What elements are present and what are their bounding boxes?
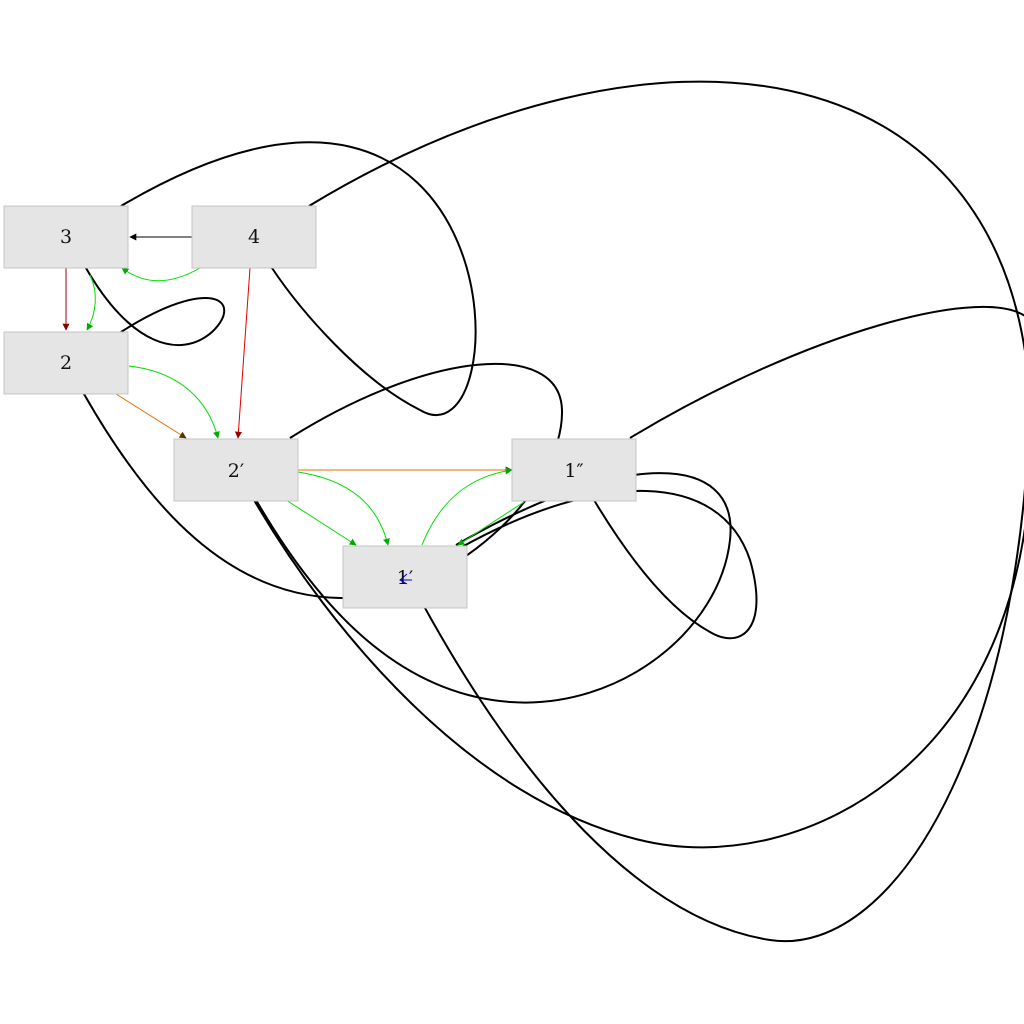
node-2prime-label: 2′	[228, 460, 244, 482]
node-1prime-label: 1′	[397, 567, 413, 589]
node-1prime[interactable]: 1′	[342, 545, 468, 609]
node-3[interactable]: 3	[3, 205, 129, 269]
edge-2prime-to-1prime-green-curve	[297, 471, 390, 546]
edge-1doubleprime-to-1prime-green	[457, 501, 525, 546]
edge-4-to-3-green	[121, 267, 201, 282]
loop-1prime	[247, 472, 732, 704]
node-2prime[interactable]: 2′	[173, 438, 299, 502]
edge-2-to-2prime-green	[128, 365, 220, 439]
node-4[interactable]: 4	[191, 205, 317, 269]
loop-1doubleprime	[416, 305, 1024, 943]
loop-1prime-inner	[459, 490, 758, 640]
node-layer: 3 4 2 2′ 1″ 1′	[3, 205, 637, 609]
edge-2prime-to-1prime-green-straight	[285, 499, 357, 546]
loop-2prime	[75, 362, 564, 600]
node-2[interactable]: 2	[3, 331, 129, 395]
node-2-label: 2	[60, 352, 72, 374]
edge-3-to-2-green	[86, 274, 96, 331]
node-4-label: 4	[248, 226, 260, 248]
edge-layer	[62, 233, 525, 546]
node-1doubleprime-label: 1″	[564, 460, 583, 482]
node-3-label: 3	[60, 226, 72, 248]
edge-2-to-2prime-orange	[115, 393, 187, 439]
stray-arrow-mark	[399, 573, 412, 585]
edge-4-to-2prime-red	[234, 267, 251, 439]
loop-3	[120, 141, 477, 417]
node-1doubleprime[interactable]: 1″	[511, 438, 637, 502]
edge-1prime-to-1doubleprime-green	[421, 467, 513, 546]
loop-2	[77, 258, 225, 347]
loop-4	[245, 80, 1024, 849]
